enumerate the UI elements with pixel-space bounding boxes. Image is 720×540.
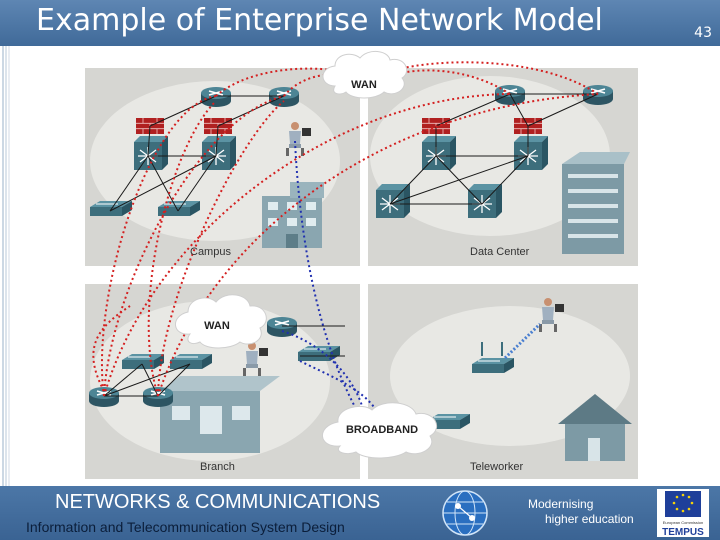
campus-multilayer-switch-2 bbox=[201, 135, 237, 171]
solid-links bbox=[103, 93, 599, 397]
wan-cloud-top: WAN bbox=[322, 51, 408, 99]
teleworker-house bbox=[558, 394, 632, 461]
footer-title: NETWORKS & COMMUNICATIONS bbox=[55, 491, 381, 513]
teleworker-label: Teleworker bbox=[470, 461, 524, 473]
branch-building bbox=[160, 376, 280, 453]
footer-bar: NETWORKS & COMMUNICATIONS Information an… bbox=[0, 486, 720, 540]
slide-title: Example of Enterprise Network Model bbox=[36, 3, 603, 38]
modernising-text-line2: higher education bbox=[545, 512, 634, 526]
modernising-text-line1: Modernising bbox=[528, 497, 594, 511]
wan-branch-label: WAN bbox=[204, 320, 230, 332]
tempus-eu-logo: European Commission TEMPUS bbox=[657, 489, 709, 537]
branch-label: Branch bbox=[200, 461, 235, 473]
footer-subtitle: Information and Telecommunication System… bbox=[26, 519, 345, 535]
left-decorative-lines bbox=[2, 46, 10, 486]
teleworker-router bbox=[471, 357, 515, 374]
campus-switch-2 bbox=[157, 200, 201, 217]
data-center-label: Data Center bbox=[470, 246, 530, 258]
slide-number: 43 bbox=[694, 25, 712, 41]
branch-switch-2 bbox=[169, 353, 213, 370]
title-bar: Example of Enterprise Network Model 43 bbox=[0, 0, 720, 46]
globe-logo-icon bbox=[442, 490, 488, 536]
campus-label: Campus bbox=[190, 246, 231, 258]
network-diagram: WAN WAN BROADBAND Campus Data Center Bra… bbox=[85, 51, 638, 479]
eu-logo-small-text: European Commission bbox=[663, 520, 703, 525]
tempus-label: TEMPUS bbox=[662, 527, 704, 537]
data-center-building bbox=[562, 152, 630, 254]
wireless-link bbox=[503, 322, 542, 360]
wan-top-label: WAN bbox=[351, 79, 377, 91]
broadband-cloud: BROADBAND bbox=[322, 402, 437, 459]
broadband-label: BROADBAND bbox=[346, 424, 418, 436]
wan-cloud-branch: WAN bbox=[175, 294, 267, 349]
